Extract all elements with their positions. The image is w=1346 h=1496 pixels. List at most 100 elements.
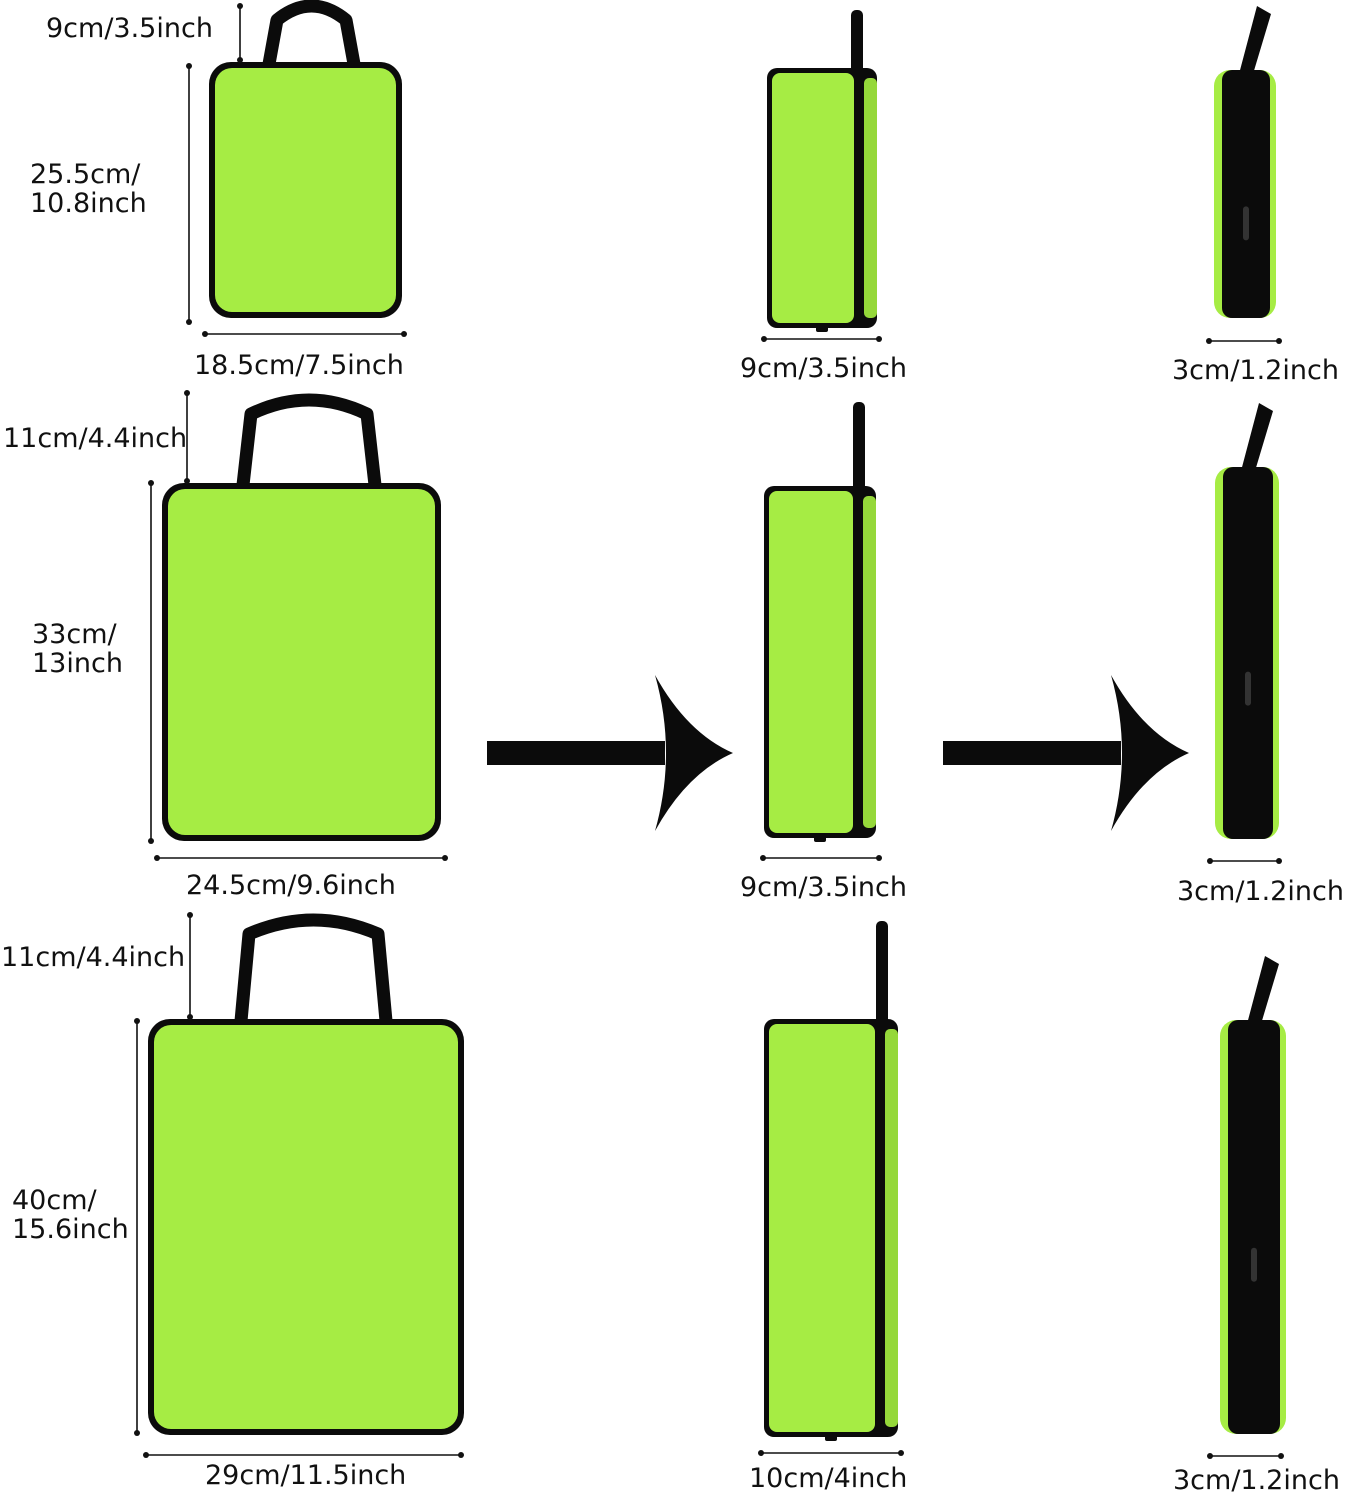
row3-height-label-line1: 40cm/ [12, 1185, 97, 1216]
row3-expanded-back-panel [885, 1029, 898, 1427]
row2-handle-dimension-end-b [184, 478, 190, 484]
row3-expanded-depth-dimension-end-b [898, 1450, 904, 1456]
row3-width-dimension-end-b [458, 1452, 464, 1458]
row1-handle-dimension-end-b [237, 57, 243, 63]
row1-expanded-zipper-pull [816, 324, 828, 332]
row2-expanded-back-panel [863, 496, 876, 828]
row2-compressed-zipper-band [1223, 467, 1273, 839]
row3-width-dimension-end-a [143, 1452, 149, 1458]
row1-expanded-depth-dimension-end-a [761, 336, 767, 342]
row1-expanded-depth-dimension-end-b [876, 336, 882, 342]
row2-expanded-fabric [769, 491, 853, 833]
row3-handle-dimension-end-b [187, 1014, 193, 1020]
row2-arrow-one-icon-shaft [487, 741, 665, 765]
row3-expanded-fabric [769, 1024, 875, 1432]
row1-handle-dimension [237, 3, 243, 63]
row2-handle-dimension [184, 390, 190, 484]
row3-compressed-strap [1247, 956, 1279, 1024]
row2-arrow-one-icon [487, 675, 733, 831]
row1-height-dimension-end-a [186, 63, 192, 69]
row1-handle-icon [262, 0, 361, 66]
row3-compressed-depth-dimension-end-b [1278, 1453, 1284, 1459]
row1-expanded-depth-dimension [761, 336, 882, 342]
row3-compressed-zipper-pull [1251, 1247, 1257, 1282]
row1-compressed-strap [1239, 6, 1271, 74]
row2-compressed-depth-dimension-end-b [1276, 858, 1282, 864]
row2-height-dimension-end-b [148, 838, 154, 844]
row3-compressed-zipper-band [1228, 1020, 1280, 1434]
row1-width-dimension-end-a [202, 331, 208, 337]
row2-width-dimension-end-a [154, 855, 160, 861]
row2-expanded-zipper-pull [814, 834, 826, 842]
row1-front-view-cube [209, 0, 402, 318]
row3-expanded-side-view [764, 921, 898, 1441]
row3-height-dimension-end-a [134, 1018, 140, 1024]
row2-handle-icon [236, 393, 382, 486]
row1-expanded-depth-label: 9cm/3.5inch [740, 353, 907, 384]
row1-width-label: 18.5cm/7.5inch [194, 350, 404, 381]
row2-expanded-depth-label: 9cm/3.5inch [740, 872, 907, 903]
row1-compressed-zipper-band [1222, 70, 1270, 318]
row2-width-dimension-end-b [442, 855, 448, 861]
row1-compressed-side-view [1214, 6, 1276, 318]
row3-expanded-zipper-pull [825, 1433, 837, 1441]
row3-expanded-depth-dimension [758, 1450, 904, 1456]
row3-handle-dimension-end-a [187, 912, 193, 918]
row2-handle-height-label: 11cm/4.4inch [3, 423, 188, 454]
row3-expanded-strap [876, 921, 888, 1025]
row2-height-dimension [148, 480, 154, 844]
row1-compressed-zipper-pull [1243, 206, 1249, 241]
row2-compressed-zipper-pull [1245, 671, 1251, 706]
row1-height-label-line2: 10.8inch [30, 188, 147, 219]
row1-expanded-back-panel [864, 78, 877, 318]
row2-width-label: 24.5cm/9.6inch [186, 870, 396, 901]
row2-expanded-strap [853, 402, 865, 492]
row2-compressed-depth-dimension [1207, 858, 1282, 864]
row1-expanded-fabric [772, 73, 854, 323]
row1-height-dimension-end-b [186, 319, 192, 325]
row3-compressed-depth-label: 3cm/1.2inch [1173, 1465, 1340, 1496]
row3-cube-fabric [154, 1025, 458, 1429]
row1-expanded-strap [851, 10, 863, 74]
row3-front-view-cube [148, 913, 464, 1435]
row2-handle-dimension-end-a [184, 390, 190, 396]
row2-expanded-side-view [764, 402, 876, 842]
row3-expanded-depth-label: 10cm/4inch [749, 1463, 908, 1494]
row3-compressed-depth-dimension-end-a [1207, 1453, 1213, 1459]
row1-handle-height-label: 9cm/3.5inch [46, 13, 213, 44]
row1-compressed-depth-label: 3cm/1.2inch [1172, 355, 1339, 386]
row3-handle-dimension [187, 912, 193, 1020]
row3-height-dimension-end-b [134, 1430, 140, 1436]
row2-height-label-line2: 13inch [32, 648, 123, 679]
row2-compressed-side-view [1215, 403, 1279, 839]
row2-cube-fabric [168, 489, 435, 835]
row2-arrow-two-icon-shaft [943, 741, 1121, 765]
row1-width-dimension [202, 331, 407, 337]
row1-compressed-depth-dimension-end-b [1276, 338, 1282, 344]
row2-arrow-two-icon [943, 675, 1189, 831]
row2-compressed-strap [1241, 403, 1273, 471]
row3-expanded-depth-dimension-end-a [758, 1450, 764, 1456]
row2-expanded-depth-dimension-end-b [876, 855, 882, 861]
row2-width-dimension [154, 855, 448, 861]
row3-handle-height-label: 11cm/4.4inch [1, 942, 186, 973]
row3-compressed-depth-dimension [1207, 1453, 1284, 1459]
row1-compressed-depth-dimension-end-a [1206, 338, 1212, 344]
row3-compressed-side-view [1220, 956, 1286, 1434]
row2-expanded-depth-dimension [760, 855, 882, 861]
row2-compressed-depth-label: 3cm/1.2inch [1177, 876, 1344, 907]
row2-height-label-line1: 33cm/ [32, 619, 117, 650]
row2-expanded-depth-dimension-end-a [760, 855, 766, 861]
row3-width-dimension [143, 1452, 464, 1458]
row2-height-dimension-end-a [148, 480, 154, 486]
row1-cube-fabric [215, 68, 396, 312]
row1-expanded-side-view [767, 10, 877, 332]
row1-height-label-line1: 25.5cm/ [30, 159, 141, 190]
row3-width-label: 29cm/11.5inch [205, 1460, 407, 1491]
row2-front-view-cube [162, 393, 441, 841]
row1-height-dimension [186, 63, 192, 325]
row1-compressed-depth-dimension [1206, 338, 1282, 344]
row2-compressed-depth-dimension-end-a [1207, 858, 1213, 864]
row2-arrow-two-icon-head [1111, 675, 1189, 831]
